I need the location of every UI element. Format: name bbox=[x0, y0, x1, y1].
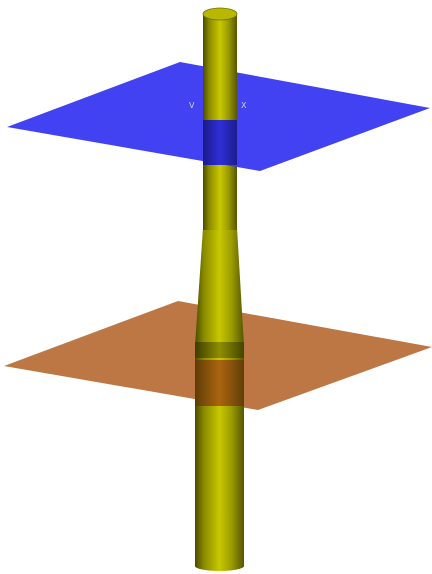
column-top-cap bbox=[202, 7, 238, 21]
upper-plane-intersection-band bbox=[203, 119, 237, 165]
column-tapered-section bbox=[195, 228, 244, 346]
column-bottom-cap bbox=[195, 561, 244, 571]
column-collar bbox=[195, 342, 244, 358]
lower-plane-intersection-band bbox=[195, 360, 244, 406]
column-upper-shaft-top bbox=[203, 14, 237, 120]
axis-label-v: V bbox=[189, 101, 195, 110]
axis-label-x: X bbox=[241, 101, 247, 110]
